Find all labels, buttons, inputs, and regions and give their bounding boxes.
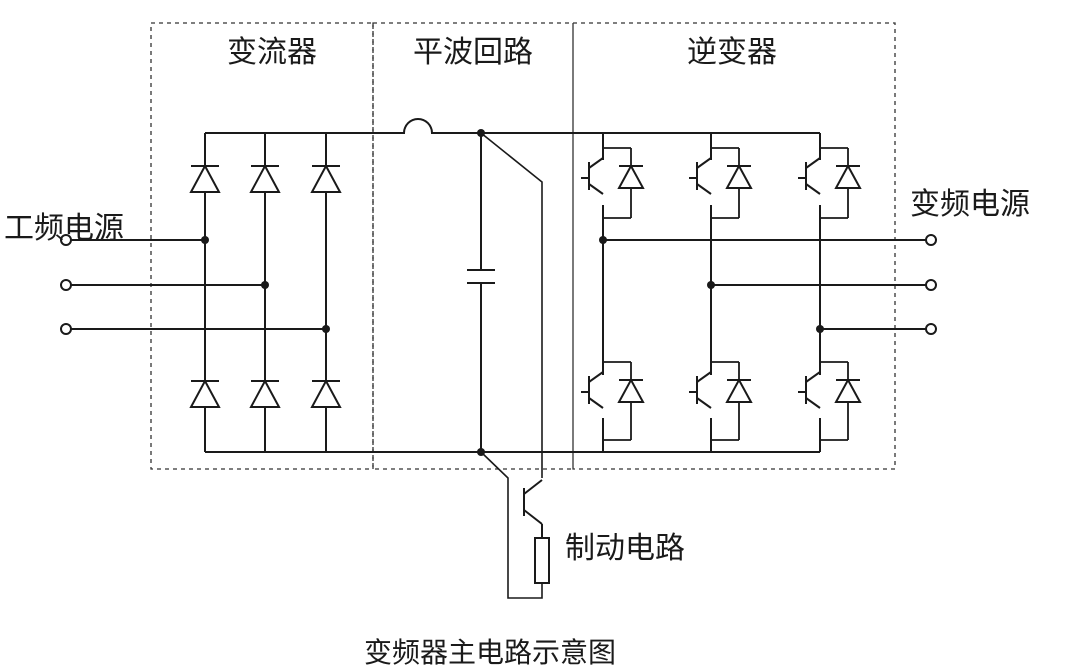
rectifier-box	[150, 22, 374, 470]
diode-symbol	[249, 378, 281, 408]
dc-link-title: 平波回路	[413, 35, 533, 70]
section-boxes	[150, 22, 896, 470]
igbt-switch	[581, 361, 645, 441]
igbt-switch	[689, 361, 753, 441]
brake-feed-wire	[480, 132, 543, 478]
brake-circuit	[480, 132, 550, 599]
diode-symbol	[189, 163, 221, 193]
igbt-switch	[798, 147, 862, 219]
junction-dot	[201, 236, 209, 244]
dc-link-box	[372, 22, 574, 470]
junction-dot	[477, 448, 485, 456]
brake-return-wire	[480, 451, 543, 599]
rectifier-diodes	[189, 163, 342, 408]
junction-dot	[816, 325, 824, 333]
input-terminal-t	[60, 323, 72, 335]
brake-switch-emitter	[523, 509, 543, 525]
input-terminal-r	[60, 234, 72, 246]
junction-dot	[477, 129, 485, 137]
output-phases	[603, 234, 937, 335]
inverter-switches	[581, 133, 862, 452]
igbt-switch	[689, 147, 753, 219]
diode-symbol	[189, 378, 221, 408]
rectifier-title: 变流器	[227, 35, 317, 70]
diagram-caption: 变频器主电路示意图	[364, 636, 616, 668]
junction-dot	[322, 325, 330, 333]
diode-symbol	[310, 163, 342, 193]
input-phases	[60, 234, 326, 335]
output-source-label: 变频电源	[910, 187, 1030, 222]
junction-dots	[201, 129, 824, 456]
positive-bus	[205, 118, 820, 134]
input-terminal-s	[60, 279, 72, 291]
dc-bus	[205, 118, 820, 453]
brake-circuit-label: 制动电路	[565, 531, 685, 566]
output-terminal-w	[925, 323, 937, 335]
inverter-title: 逆变器	[687, 35, 777, 70]
diode-symbol	[249, 163, 281, 193]
igbt-switch	[798, 361, 862, 441]
junction-dot	[707, 281, 715, 289]
inverter-box	[572, 22, 896, 470]
diode-symbol	[310, 378, 342, 408]
output-terminal-u	[925, 234, 937, 246]
junction-dot	[599, 236, 607, 244]
igbt-switch	[581, 147, 645, 219]
junction-dot	[261, 281, 269, 289]
brake-resistor	[534, 537, 550, 584]
brake-switch-collector	[523, 479, 543, 495]
output-terminal-v	[925, 279, 937, 291]
dc-link-capacitor	[467, 133, 495, 452]
